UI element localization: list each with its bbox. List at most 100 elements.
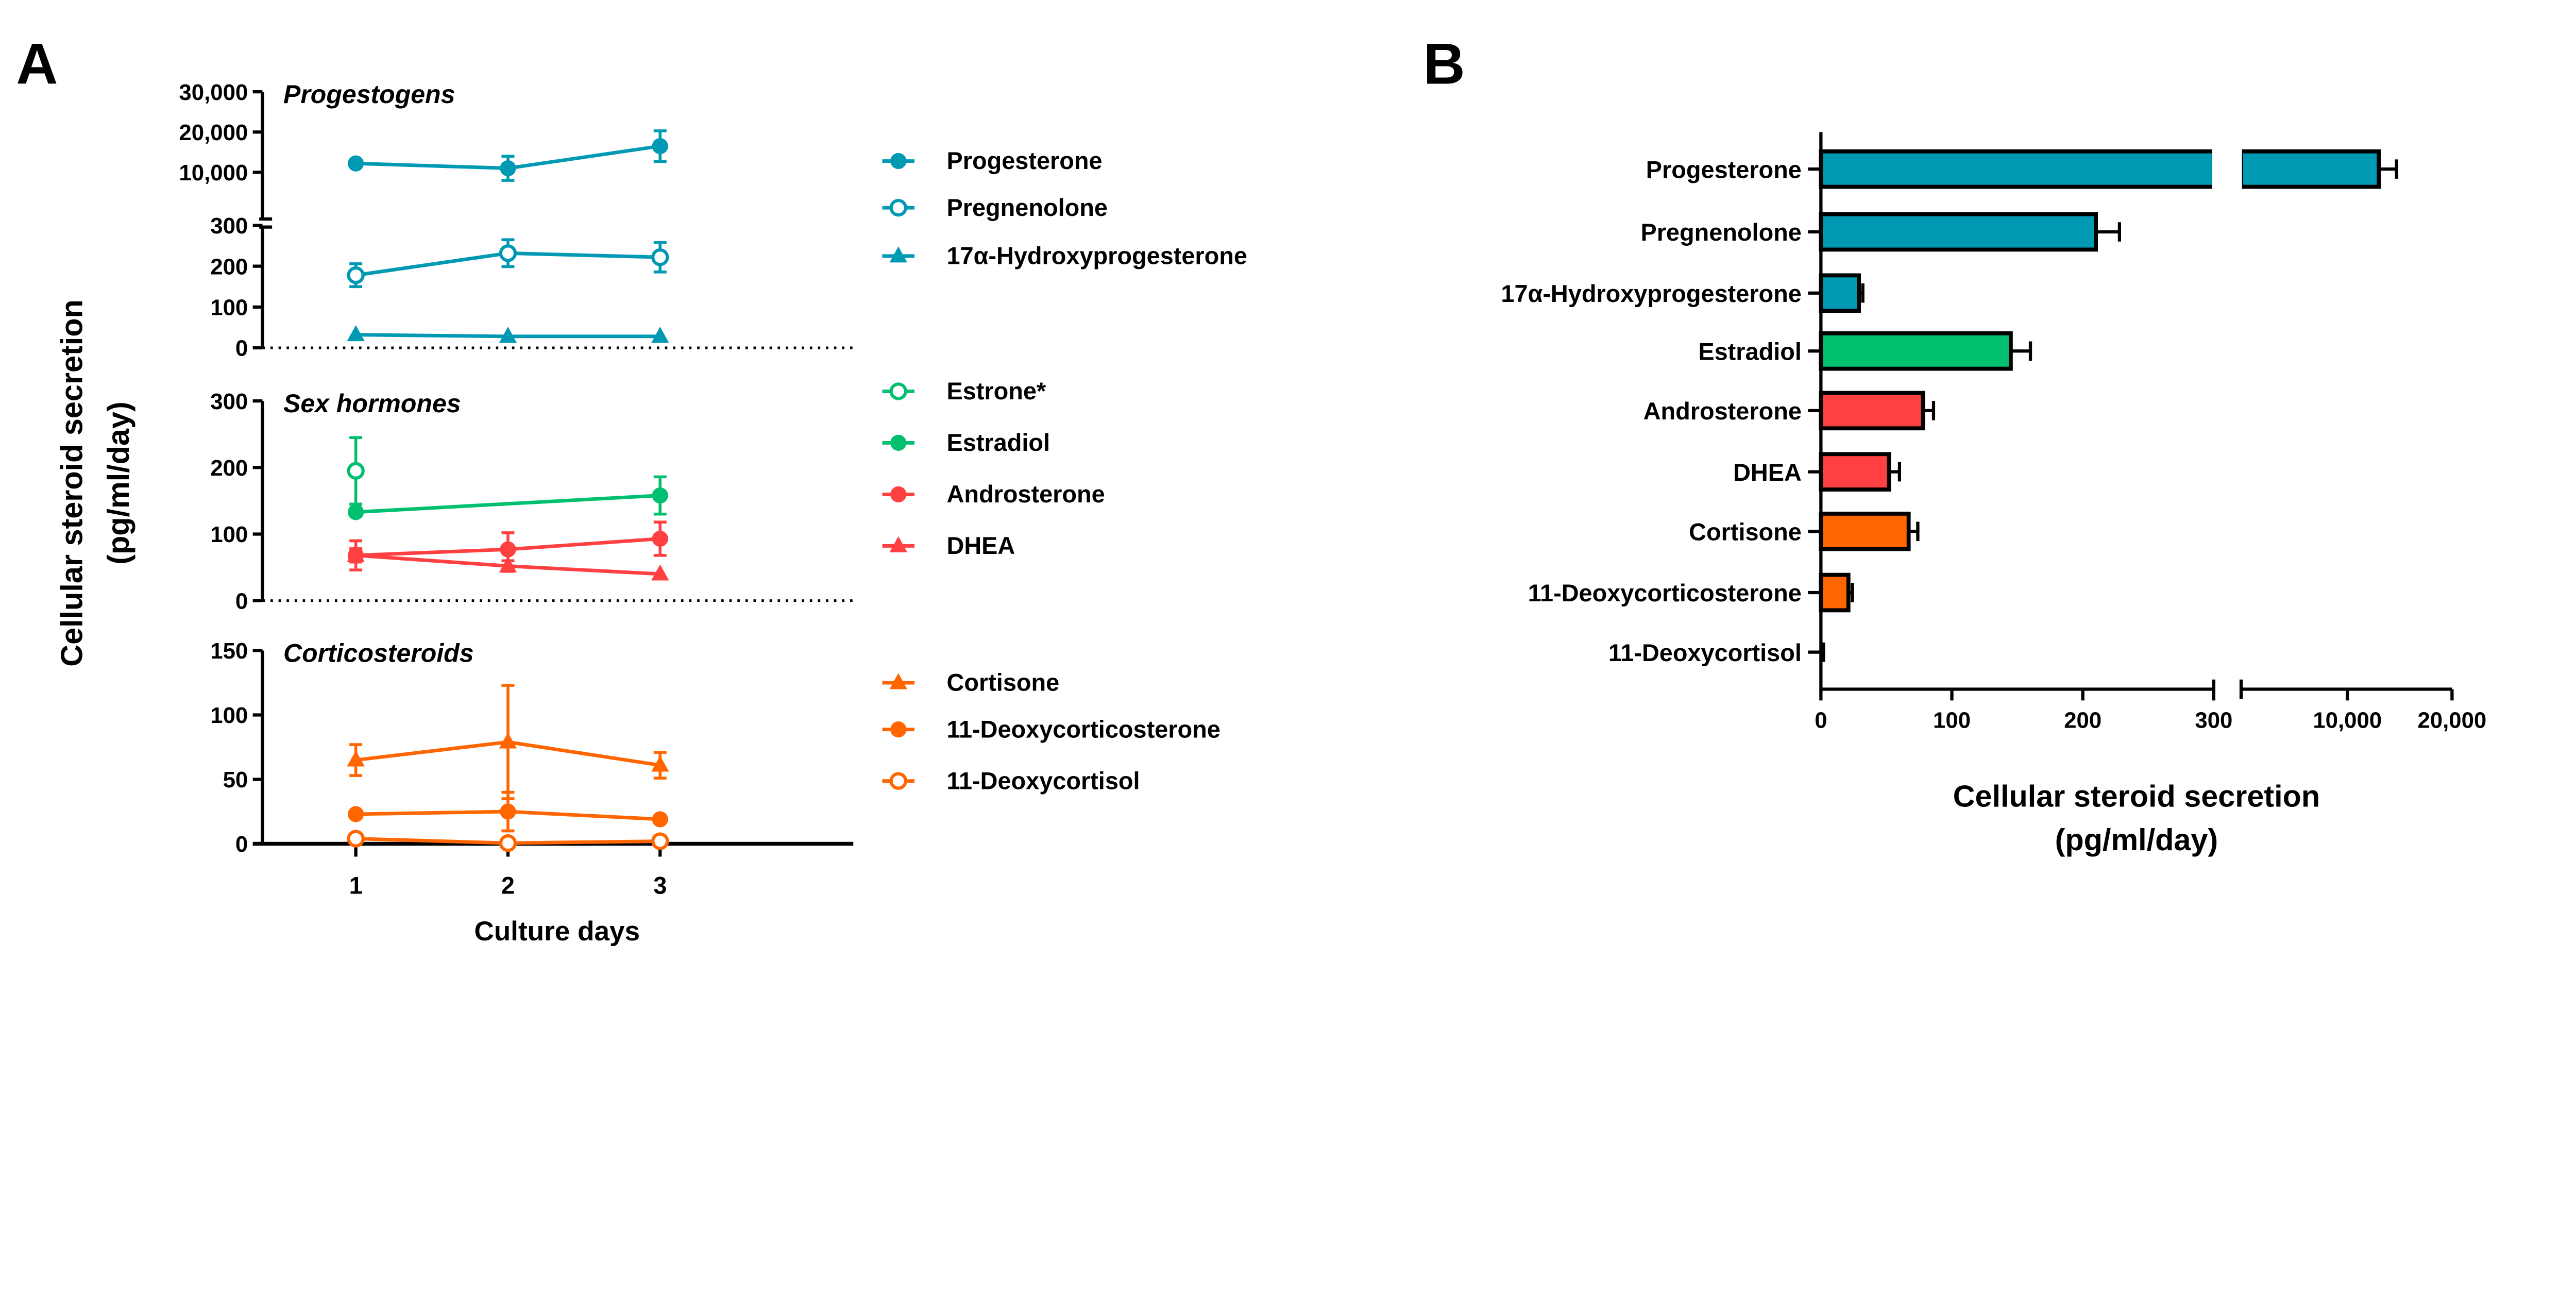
bar-cortisone — [1819, 511, 1911, 551]
legend-marker-circle — [890, 153, 907, 170]
series-11-deoxycorticosterone — [348, 790, 668, 833]
subplot-title: Progestogens — [283, 80, 455, 109]
subplot-progestogens: 10,00020,00030,0000100200300Progestogens… — [179, 80, 1247, 361]
series-dhea-marker-triangle — [499, 556, 517, 572]
x-tick-label: 20,000 — [2417, 708, 2486, 733]
y-tick-label: 0 — [235, 336, 248, 361]
panel-label-b: B — [1423, 31, 1465, 96]
bar-dhea-group: DHEA — [1733, 452, 1902, 492]
bar-estradiol — [1819, 331, 2013, 371]
category-label: Androsterone — [1643, 398, 1802, 425]
series-progesterone — [348, 129, 668, 182]
series-17-hydroxyprogesterone-marker-triangle — [347, 325, 365, 342]
series-androsterone-marker-circle — [652, 530, 668, 547]
series-17-hydroxyprogesterone-marker-triangle — [651, 327, 669, 343]
series-dhea-marker-triangle — [651, 564, 669, 581]
x-tick-label: 2 — [501, 872, 515, 899]
series-11-deoxycortisol-marker-open-circle — [347, 830, 365, 848]
series-pregnenolone-marker-open-circle — [347, 266, 365, 284]
figure: A B 10,00020,00030,0000100200300Progesto… — [16, 31, 2486, 947]
subplot-title: Sex hormones — [283, 389, 461, 418]
legend-marker-open-circle — [889, 198, 907, 217]
bar-pregnenolone — [1819, 212, 2098, 252]
legend-marker-triangle — [889, 673, 907, 689]
series-11-deoxycorticosterone-marker-circle — [500, 803, 516, 820]
series-cortisone-marker-triangle — [651, 755, 669, 772]
bar-dhea — [1819, 452, 1891, 492]
panel-label-a: A — [16, 31, 58, 96]
legend-entry: 11-Deoxycorticosterone — [882, 716, 1221, 743]
bar-androsterone-group: Androsterone — [1643, 391, 1936, 431]
bar-17-hydroxyprogesterone — [1819, 273, 1861, 313]
category-label: Progesterone — [1646, 156, 1802, 183]
x-axis-title-line1: Cellular steroid secretion — [1953, 779, 2320, 814]
bar-cortisone-group: Cortisone — [1689, 511, 1920, 551]
panel-a-line-charts: 10,00020,00030,0000100200300Progestogens… — [54, 80, 1247, 947]
series-11-deoxycorticosterone-marker-circle — [652, 811, 668, 828]
series-11-deoxycortisol — [347, 830, 669, 852]
series-11-deoxycortisol-marker-open-circle — [499, 834, 517, 852]
y-tick-label: 0 — [235, 832, 248, 857]
legend-entry: 11-Deoxycortisol — [882, 767, 1140, 794]
series-estrone--marker-open-circle — [347, 462, 365, 480]
category-label: 11-Deoxycortisol — [1608, 639, 1802, 666]
bar-11-deoxycorticosterone-group: 11-Deoxycorticosterone — [1528, 572, 1854, 613]
bar-break-gap — [2212, 148, 2243, 190]
series-17-hydroxyprogesterone — [347, 325, 669, 343]
series-estradiol-marker-circle — [652, 487, 668, 504]
legend-entry: Progesterone — [882, 147, 1103, 174]
bar-progesterone-continued — [2239, 149, 2381, 189]
legend-label: 11-Deoxycorticosterone — [947, 716, 1221, 743]
legend-entry: Pregnenolone — [882, 194, 1108, 221]
legend-entry: DHEA — [882, 532, 1015, 559]
category-label: Cortisone — [1689, 518, 1802, 545]
legend-label: 17α-Hydroxyprogesterone — [947, 243, 1247, 269]
legend-label: Estrone* — [947, 378, 1046, 404]
legend-entry: 17α-Hydroxyprogesterone — [882, 243, 1247, 269]
legend-marker-circle — [890, 721, 907, 738]
bar-progesterone-group: Progesterone — [1646, 148, 2398, 190]
series-estradiol-line — [355, 494, 660, 514]
series-17-hydroxyprogesterone-marker-triangle — [499, 327, 517, 343]
legend-marker-triangle — [889, 246, 907, 263]
bar-11-deoxycorticosterone — [1819, 572, 1851, 613]
legend-label: Androsterone — [947, 481, 1105, 508]
series-11-deoxycorticosterone-marker-circle — [348, 806, 364, 822]
legend-entry: Cortisone — [882, 669, 1060, 696]
x-tick-label: 10,000 — [2313, 708, 2382, 733]
y-tick-label: 150 — [210, 638, 248, 664]
series-dhea-marker-triangle — [347, 546, 365, 562]
x-axis-title-line2: (pg/ml/day) — [2055, 822, 2218, 857]
subplot-title: Corticosteroids — [283, 638, 474, 667]
series-progesterone-marker-circle — [500, 160, 516, 177]
category-label: 17α-Hydroxyprogesterone — [1501, 280, 1801, 307]
series-estrone- — [347, 436, 365, 506]
y-tick-label: 10,000 — [179, 160, 248, 186]
legend-label: 11-Deoxycortisol — [947, 767, 1140, 794]
series-pregnenolone-marker-open-circle — [499, 244, 517, 262]
y-tick-label: 200 — [210, 456, 248, 481]
category-label: 11-Deoxycorticosterone — [1528, 580, 1802, 606]
legend-marker-open-circle — [889, 772, 907, 790]
series-cortisone-marker-triangle — [347, 750, 365, 767]
legend-label: Cortisone — [947, 669, 1060, 696]
series-pregnenolone — [347, 238, 669, 289]
y-tick-label: 100 — [210, 295, 248, 320]
legend-label: Progesterone — [947, 147, 1103, 174]
x-tick-label: 300 — [2195, 708, 2232, 733]
y-tick-label: 100 — [210, 522, 248, 547]
legend-label: DHEA — [947, 532, 1015, 559]
legend-entry: Androsterone — [882, 481, 1105, 508]
legend-label: Pregnenolone — [947, 194, 1108, 221]
series-cortisone-marker-triangle — [499, 732, 517, 749]
y-axis-title-line2: (pg/ml/day) — [101, 401, 135, 565]
bar-11-deoxycortisol-group: 11-Deoxycortisol — [1608, 639, 1825, 666]
x-tick-label: 200 — [2064, 708, 2102, 733]
legend-label: Estradiol — [947, 429, 1050, 456]
series-cortisone — [347, 684, 669, 800]
series-progesterone-marker-circle — [652, 138, 668, 155]
series-11-deoxycortisol-marker-open-circle — [651, 832, 669, 850]
series-estradiol-marker-circle — [348, 504, 364, 520]
